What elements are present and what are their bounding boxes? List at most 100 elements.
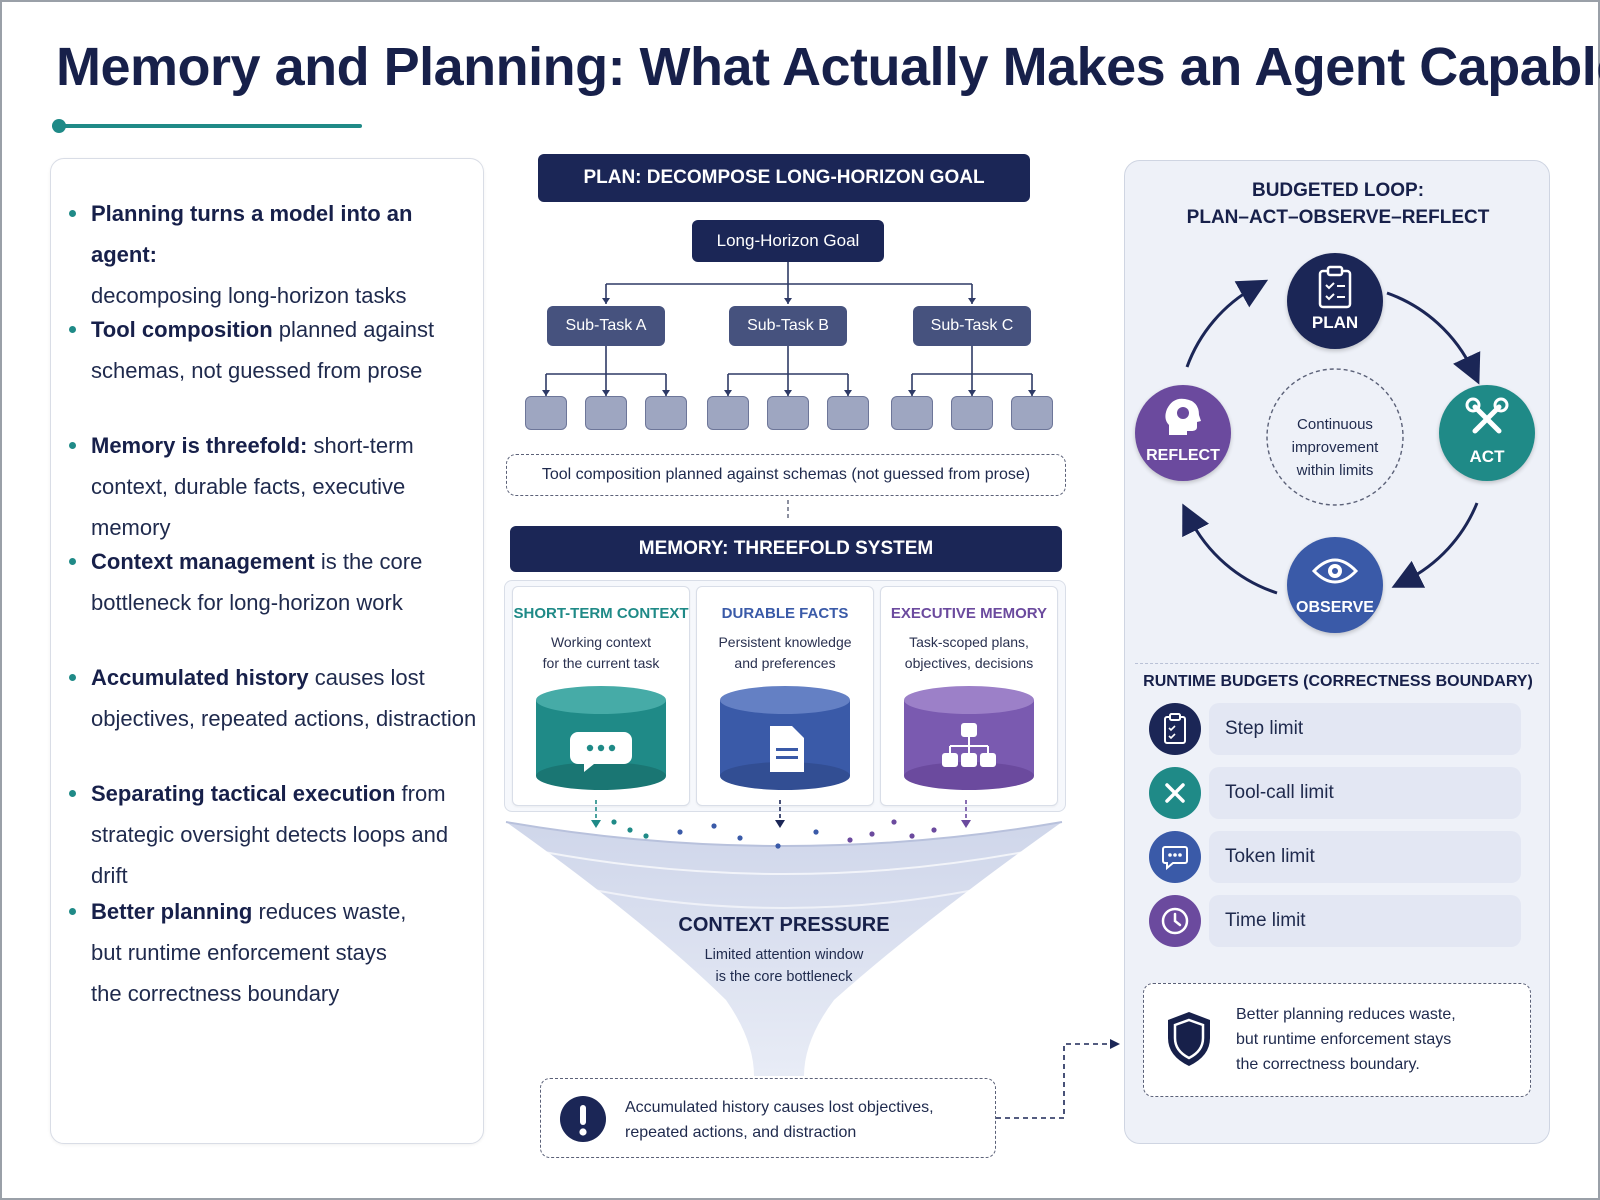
- memory-header: MEMORY: THREEFOLD SYSTEM: [510, 526, 1062, 572]
- step-limit-icon: [1149, 703, 1201, 755]
- reflect-node-label: REFLECT: [1146, 447, 1220, 464]
- bullet-bold-text: Separating tactical execution: [91, 781, 396, 806]
- warning-to-boundary-connector: [996, 1039, 1120, 1119]
- bullet-tool-composition: Tool composition planned against schemas…: [69, 309, 481, 391]
- budgeted-loop-panel: BUDGETED LOOP:PLAN–ACT–OBSERVE–REFLECT C…: [1124, 160, 1550, 1144]
- bullet-dot: [69, 326, 76, 333]
- bullet-text: from: [395, 781, 446, 806]
- leaf-task-node: [525, 396, 567, 430]
- bullet-accumulated-history: Accumulated history causes lost objectiv…: [69, 657, 481, 739]
- bullet-separation: Separating tactical execution from strat…: [69, 773, 481, 896]
- bullet-text: schemas, not guessed from prose: [91, 358, 423, 383]
- bullet-bold-text: Tool composition: [91, 317, 273, 342]
- leaf-task-node: [767, 396, 809, 430]
- loop-center-circle: [1266, 368, 1404, 506]
- cycle-arrow-plan-to-act: [1386, 291, 1481, 385]
- bullet-text: decomposing long-horizon tasks: [91, 283, 407, 308]
- durable-facts-database-icon: [720, 686, 850, 790]
- observe-node-label: OBSERVE: [1296, 599, 1374, 616]
- bullet-text: is the core: [314, 549, 423, 574]
- act-node-label: ACT: [1469, 447, 1505, 466]
- bullet-text: objectives, repeated actions, distractio…: [91, 706, 477, 731]
- leaf-task-node: [585, 396, 627, 430]
- runtime-budgets-header: RUNTIME BUDGETS (CORRECTNESS BOUNDARY): [1143, 673, 1533, 690]
- bullet-text: context, durable facts, executive memory: [91, 474, 406, 540]
- correctness-boundary-note: Better planning reduces waste,but runtim…: [1143, 983, 1531, 1097]
- bullet-text: bottleneck for long-horizon work: [91, 590, 403, 615]
- chat-bubble-icon: [570, 732, 632, 772]
- subtask-b-node: Sub-Task B: [729, 306, 847, 346]
- memory-column-title: SHORT-TERM CONTEXT: [513, 605, 689, 622]
- token-limit-icon: [1149, 831, 1201, 883]
- bullet-memory: Memory is threefold: short-term context,…: [69, 425, 481, 548]
- bullet-dot: [69, 210, 76, 217]
- bullet-dot: [69, 908, 76, 915]
- tool-call-limit-icon: [1149, 767, 1201, 819]
- eye-icon: [1311, 558, 1359, 584]
- tool-call-limit-row: Tool-call limit: [1209, 767, 1521, 819]
- clipboard-icon: [1318, 265, 1352, 309]
- time-limit-icon: [1149, 895, 1201, 947]
- accumulated-history-warning: Accumulated history causes lost objectiv…: [540, 1078, 996, 1158]
- shield-icon: [1168, 1012, 1210, 1066]
- bullet-text: reduces waste,: [252, 899, 407, 924]
- context-pressure-funnel: [505, 800, 1063, 1076]
- bullet-bold-text: Memory is threefold:: [91, 433, 308, 458]
- plan-act-observe-reflect-cycle: [1182, 279, 1481, 595]
- bullet-bold-text: Better planning: [91, 899, 253, 924]
- reflect-node: REFLECT: [1135, 385, 1231, 481]
- leaf-task-node: [827, 396, 869, 430]
- plan-tree-connectors: [542, 262, 1036, 518]
- bullet-text: planned against: [272, 317, 435, 342]
- document-icon: [770, 726, 804, 772]
- bullet-text: but runtime enforcement stays: [91, 940, 387, 965]
- memory-column-title: EXECUTIVE MEMORY: [890, 605, 1048, 622]
- subtask-c-node: Sub-Task C: [913, 306, 1031, 346]
- step-limit-row: Step limit: [1209, 703, 1521, 755]
- executive-database-icon: [904, 686, 1034, 790]
- token-limit-row: Token limit: [1209, 831, 1521, 883]
- boundary-note-text: Better planning reduces waste,but runtim…: [1236, 1006, 1456, 1073]
- key-points-card: Planning turns a model into an agent: de…: [50, 158, 484, 1144]
- leaf-task-node: [1011, 396, 1053, 430]
- leaf-task-node: [951, 396, 993, 430]
- page-title: Memory and Planning: What Actually Makes…: [56, 37, 1600, 97]
- section-divider: [1135, 663, 1539, 664]
- long-horizon-goal-node: Long-Horizon Goal: [692, 220, 884, 262]
- bullet-bold-text: Context management: [91, 549, 315, 574]
- exclamation-icon: [560, 1096, 606, 1142]
- bullet-dot: [69, 558, 76, 565]
- memory-column-description: Task-scoped plans,objectives, decisions: [904, 634, 1034, 671]
- bullet-planning: Planning turns a model into an agent: de…: [69, 193, 481, 316]
- leaf-task-node: [891, 396, 933, 430]
- bullet-text: the correctness boundary: [91, 981, 340, 1006]
- time-limit-row: Time limit: [1209, 895, 1521, 947]
- bullet-text: strategic oversight detects loops and dr…: [91, 822, 449, 888]
- loop-title: BUDGETED LOOP:PLAN–ACT–OBSERVE–REFLECT: [1186, 180, 1490, 228]
- title-accent-rule: [52, 124, 362, 128]
- cycle-arrow-act-to-observe: [1391, 502, 1479, 588]
- bullet-dot: [69, 674, 76, 681]
- leaf-task-node: [645, 396, 687, 430]
- bullet-text: short-term: [307, 433, 414, 458]
- context-pressure-title: CONTEXT PRESSURE: [678, 914, 890, 936]
- head-thought-icon: [1165, 398, 1201, 435]
- bullet-context-management: Context management is the core bottlenec…: [69, 541, 481, 623]
- bullet-bold-text: Planning turns a model into an agent:: [91, 201, 413, 267]
- cycle-arrow-observe-to-reflect: [1182, 503, 1278, 595]
- bullet-dot: [69, 790, 76, 797]
- leaf-task-node: [707, 396, 749, 430]
- bullet-text: causes lost: [308, 665, 425, 690]
- cycle-arrow-reflect-to-plan: [1185, 279, 1269, 368]
- tools-icon: [1465, 397, 1509, 434]
- act-node: ACT: [1439, 385, 1535, 481]
- bullet-dot: [69, 442, 76, 449]
- warning-text: Accumulated history causes lost objectiv…: [625, 1099, 934, 1141]
- bullet-better-planning: Better planning reduces waste, but runti…: [69, 891, 481, 1014]
- bullet-bold-text: Accumulated history: [91, 665, 309, 690]
